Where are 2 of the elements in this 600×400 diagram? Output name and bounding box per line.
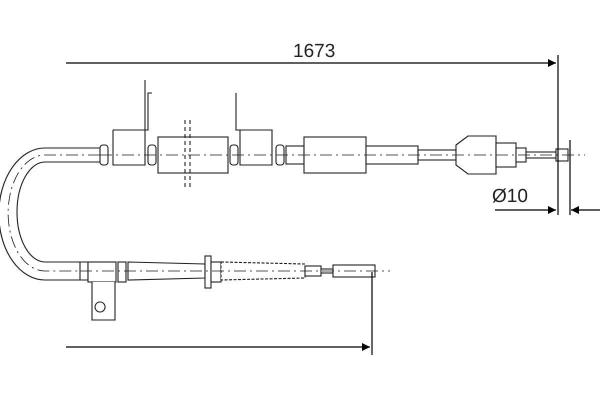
dimension-value: Ø10 (492, 187, 528, 206)
dimension-value: 1673 (293, 42, 336, 61)
